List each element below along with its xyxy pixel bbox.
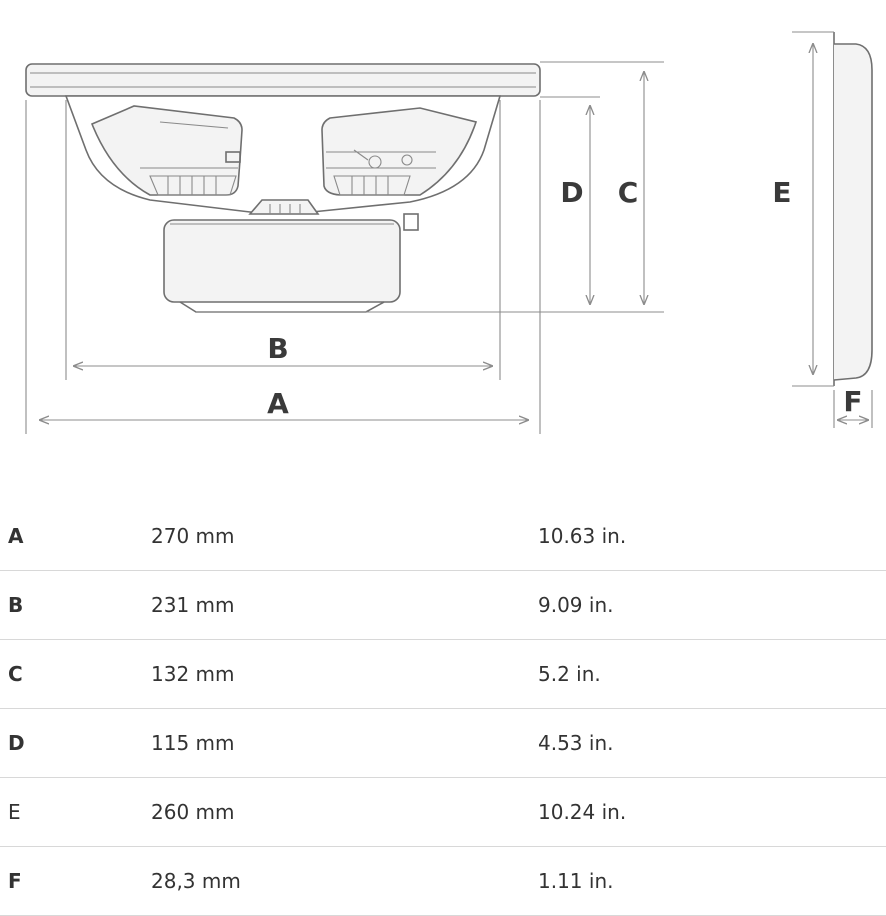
speaker-side-view (25, 63, 541, 313)
dimension-inches: 1.11 in. (538, 846, 886, 916)
mounting-flange (25, 63, 541, 97)
speaker-magnet (163, 219, 401, 303)
dimension-letter: F (0, 846, 151, 916)
dimension-letter: B (0, 570, 151, 640)
dimension-c-label: C (618, 176, 639, 209)
dimension-inches: 9.09 in. (538, 570, 886, 640)
dimension-letter: E (0, 777, 151, 847)
dimension-arrows (40, 44, 868, 420)
dimension-d-label: D (560, 176, 583, 209)
table-row: B 231 mm 9.09 in. (0, 570, 886, 640)
dimension-mm: 260 mm (151, 777, 538, 847)
dimension-mm: 132 mm (151, 639, 538, 709)
dimension-mm: 270 mm (151, 502, 538, 571)
speaker-grille-profile (833, 32, 873, 386)
dimension-spec-table: A 270 mm 10.63 in. B 231 mm 9.09 in. C 1… (0, 502, 886, 916)
dimension-e-label: E (772, 176, 791, 209)
dimension-f-label: F (843, 385, 862, 418)
table-row: A 270 mm 10.63 in. (0, 502, 886, 571)
dimension-letter: D (0, 708, 151, 778)
table-row: E 260 mm 10.24 in. (0, 777, 886, 847)
dimension-letter: A (0, 502, 151, 571)
dimension-inches: 5.2 in. (538, 639, 886, 709)
table-row: F 28,3 mm 1.11 in. (0, 846, 886, 916)
table-row: D 115 mm 4.53 in. (0, 708, 886, 778)
dimension-mm: 28,3 mm (151, 846, 538, 916)
dimension-mm: 231 mm (151, 570, 538, 640)
speaker-dimension-diagram: A B C D E F (25, 31, 873, 434)
basket-window-left (90, 105, 243, 196)
dimension-inches: 10.63 in. (538, 502, 886, 571)
dimension-a-label: A (267, 387, 289, 420)
dimension-mm: 115 mm (151, 708, 538, 778)
dimension-letter: C (0, 639, 151, 709)
dimension-inches: 4.53 in. (538, 708, 886, 778)
dimension-inches: 10.24 in. (538, 777, 886, 847)
table-row: C 132 mm 5.2 in. (0, 639, 886, 709)
dimension-b-label: B (267, 332, 288, 365)
extension-lines (25, 31, 873, 434)
